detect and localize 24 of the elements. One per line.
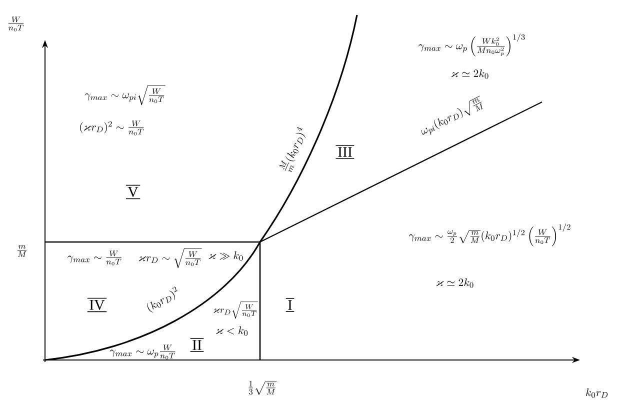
formula: $\varkappa \simeq 2k_0$	[436, 278, 474, 288]
region-numeral: V	[126, 184, 141, 200]
axis-label: $k_0 r_D$	[586, 388, 608, 398]
formula: $(\varkappa r_D)^2 \sim \frac{W}{n_0 T}$	[80, 120, 144, 136]
axis-label: $\frac{W}{n_0 T}$	[8, 16, 24, 32]
formula: $\varkappa r_D \sqrt{\frac{W}{n_0 T}}$	[214, 302, 258, 319]
region-numeral: II	[190, 338, 204, 352]
formula: $\varkappa r_D \sim \sqrt{\frac{W}{n_0 T}}$	[138, 248, 202, 268]
formula: $\gamma_{max} \sim \omega_{pi}\sqrt{\frac{W}{n_0 T}}$	[84, 85, 166, 106]
curve-label: $(k_0 r_D)^2$	[147, 286, 178, 312]
region-numeral: IV	[87, 298, 108, 312]
formula: $\varkappa \simeq 2k_0$	[452, 69, 488, 79]
formula: $\gamma_{max} \sim \omega_p \frac{W}{n_0 T}$	[110, 344, 176, 360]
curve-label: $\frac{M}{m}(k_0 r_D)^4$	[279, 127, 306, 172]
formula: $\gamma_{max} \sim \frac{W}{n_0 T}$	[68, 250, 122, 266]
formula: $\varkappa < k_0$	[216, 326, 248, 336]
tick-label: $\frac{1}{3}\sqrt{\frac{m}{M}}$	[248, 381, 277, 395]
formula: $\gamma_{max} \sim \omega_p \left(\frac{W k_0^2}{M n_0 \omega_p^2}\right)^{1/3}$	[418, 34, 525, 56]
tick-label: $\frac{m}{M}$	[18, 245, 27, 257]
line-label: $\omega_{pi}(k_0 r_D)\sqrt{\frac{m}{M}}$	[422, 96, 483, 135]
formula: $\gamma_{max} \sim \frac{\omega_p}{2}\sqrt{\frac{m}{M}}(k_0 r_D)^{1/2}\left(\frac{W}{n_0 T}\right)^{1/2}$	[408, 224, 570, 246]
region-numeral: I	[285, 298, 295, 312]
region-numeral: III	[335, 144, 355, 159]
formula: $\varkappa \gg k_0$	[209, 251, 243, 261]
